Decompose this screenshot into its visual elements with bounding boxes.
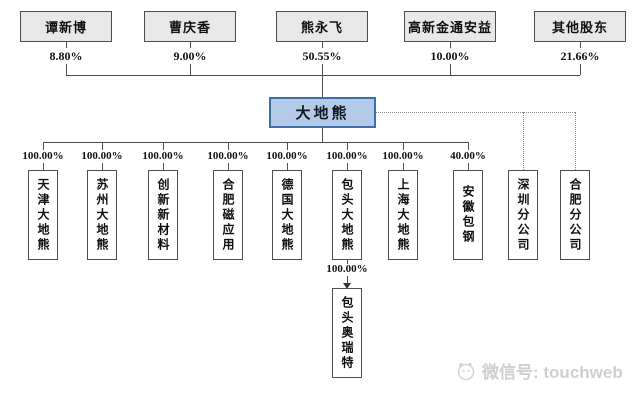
dotted-connector-line [575,112,576,170]
branch-office-name: 深圳分公司 [516,177,530,253]
branch-office-name: 合肥分公司 [568,177,582,253]
connector-line [322,42,323,48]
subsidiary-name: 德国大地熊 [280,177,294,253]
connector-line [322,64,323,75]
ownership-percentage: 9.00% [173,49,207,63]
watermark-text: 微信号: touchweb [482,363,623,382]
subsidiary-name: 合肥磁应用 [221,177,235,253]
connector-line [66,75,580,76]
subsidiary-box: 合肥磁应用 [213,170,243,260]
connector-line [228,163,229,170]
grandchild-company-name: 包头奥瑞特 [340,295,354,371]
connector-line [403,142,404,150]
connector-line [347,276,348,284]
grandchild-company-box: 包头奥瑞特 [332,288,362,378]
connector-line [403,163,404,170]
connector-line [287,163,288,170]
subsidiary-name: 包头大地熊 [340,177,354,253]
connector-line [580,64,581,75]
connector-line [347,260,348,264]
ownership-percentage: 100.00% [266,150,308,162]
connector-line [322,128,323,142]
connector-line [287,142,288,150]
ownership-percentage: 8.80% [49,49,83,63]
shareholder-name: 谭新博 [44,20,87,35]
shareholder-name: 曹庆香 [168,20,211,35]
connector-line [43,142,44,150]
branch-office-box: 深圳分公司 [508,170,538,260]
ownership-percentage: 100.00% [382,150,424,162]
shareholder-box: 其他股东 [534,11,626,42]
ownership-percentage: 40.00% [450,150,486,162]
subsidiary-box: 德国大地熊 [272,170,302,260]
connector-line [228,142,229,150]
dotted-connector-line [376,112,575,113]
ownership-percentage: 100.00% [22,150,64,162]
subsidiary-name: 天津大地熊 [36,177,50,253]
ownership-percentage: 21.66% [560,49,600,63]
root-company-box: 大地熊 [269,97,376,128]
arrow-down-icon [343,283,351,289]
connector-line [347,163,348,170]
connector-line [66,64,67,75]
wechat-logo-icon [457,362,475,380]
connector-line [163,163,164,170]
subsidiary-box: 天津大地熊 [28,170,58,260]
shareholder-name: 熊永飞 [300,20,343,35]
shareholder-box: 熊永飞 [276,11,368,42]
subsidiary-box: 创新新材料 [148,170,178,260]
connector-line [468,142,469,150]
subsidiary-box: 安徽包钢 [453,170,483,260]
connector-line [190,42,191,48]
ownership-percentage: 50.55% [302,49,342,63]
connector-line [190,64,191,75]
subsidiary-box: 上海大地熊 [388,170,418,260]
subsidiary-box: 苏州大地熊 [87,170,117,260]
ownership-percentage: 10.00% [430,49,470,63]
subsidiary-name: 上海大地熊 [396,177,410,253]
connector-line [43,142,468,143]
subsidiary-box: 包头大地熊 [332,170,362,260]
root-company-name: 大地熊 [295,106,350,122]
dotted-connector-line [523,112,524,170]
ownership-percentage: 100.00% [142,150,184,162]
connector-line [43,163,44,170]
connector-line [322,75,323,97]
shareholder-name: 高新金通安益 [407,20,492,35]
ownership-percentage: 100.00% [326,150,368,162]
shareholder-name: 其他股东 [551,20,608,35]
subsidiary-name: 安徽包钢 [461,185,475,245]
connector-line [580,42,581,48]
ownership-percentage: 100.00% [207,150,249,162]
connector-line [347,142,348,150]
connector-line [66,42,67,48]
connector-line [468,163,469,170]
shareholder-box: 高新金通安益 [404,11,496,42]
connector-line [450,42,451,48]
subsidiary-name: 创新新材料 [156,177,170,253]
branch-office-box: 合肥分公司 [560,170,590,260]
shareholder-box: 曹庆香 [144,11,236,42]
ownership-percentage: 100.00% [81,150,123,162]
connector-line [102,163,103,170]
connector-line [450,64,451,75]
subsidiary-name: 苏州大地熊 [95,177,109,253]
shareholder-box: 谭新博 [20,11,112,42]
connector-line [163,142,164,150]
connector-line [102,142,103,150]
ownership-percentage: 100.00% [326,263,368,275]
watermark: 微信号: touchweb [456,358,623,383]
